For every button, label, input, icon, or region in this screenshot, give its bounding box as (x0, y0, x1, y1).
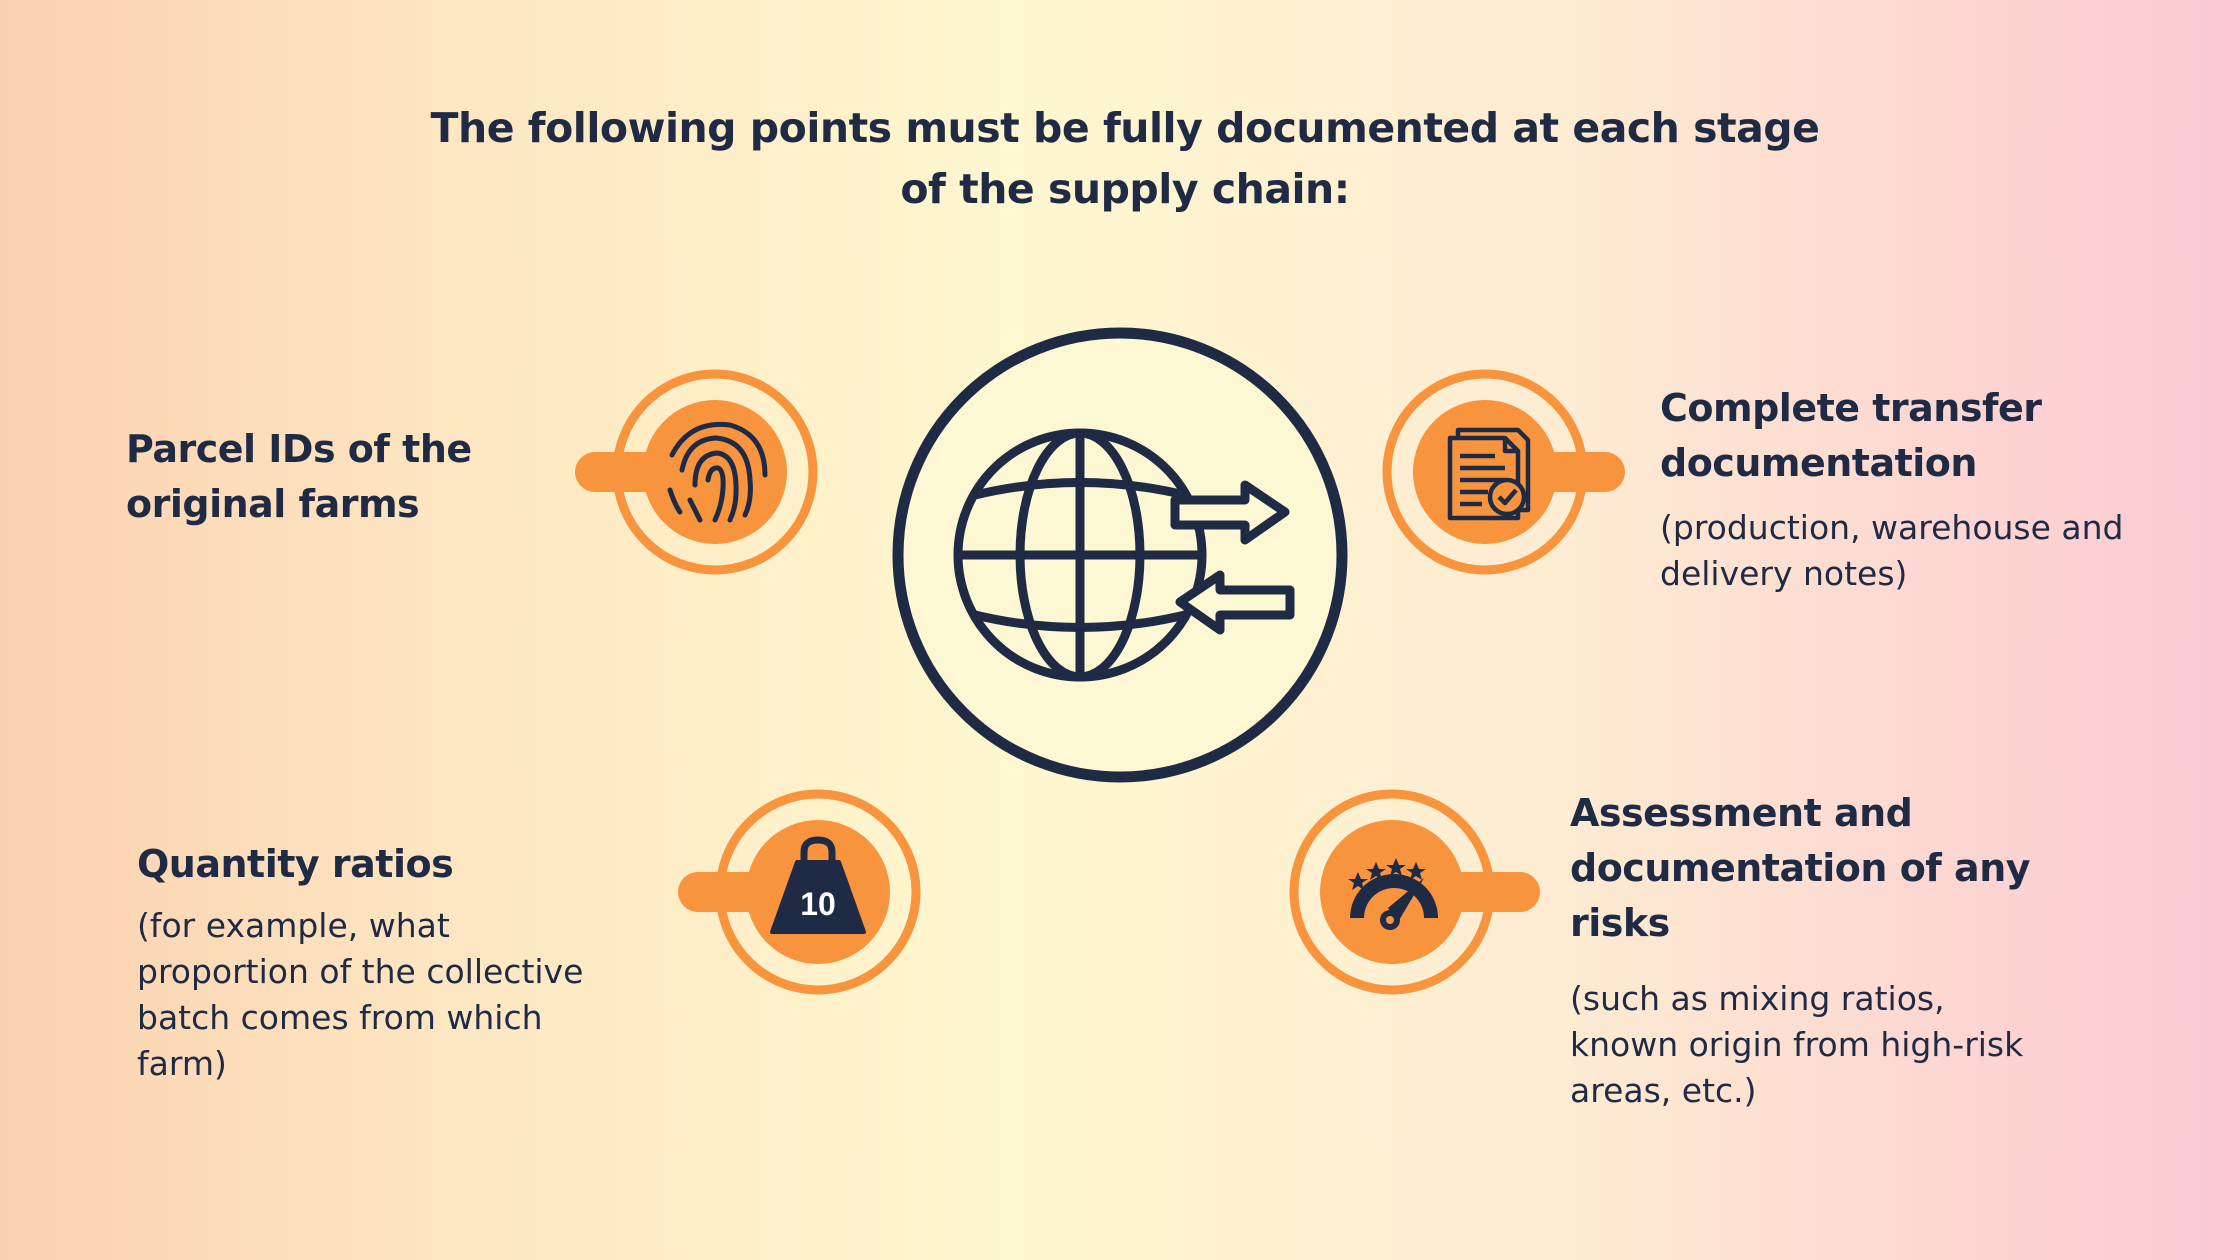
globe-exchange-icon (953, 428, 1295, 682)
weight-label: 10 (800, 886, 836, 922)
quantity-ratios-heading: Quantity ratios (137, 842, 454, 886)
node-transfer-docs (1382, 369, 1625, 575)
document-check-icon (1447, 427, 1531, 521)
node-risk-assessment (1289, 789, 1540, 995)
node-parcel-ids (575, 369, 818, 575)
star-rating-icon (1348, 858, 1426, 890)
parcel-ids-heading: Parcel IDs of the original farms (126, 427, 472, 526)
transfer-docs-heading: Complete transfer documentation (1660, 386, 2042, 485)
risk-assessment-body: (such as mixing ratios, known origin fro… (1570, 979, 2024, 1110)
center-node (892, 327, 1348, 783)
weight-icon (770, 836, 866, 934)
fingerprint-icon (667, 421, 768, 523)
quantity-ratios-body: (for example, what proportion of the col… (137, 906, 584, 1083)
gauge-icon (1348, 858, 1438, 930)
node-quantity-ratios (678, 789, 921, 995)
page-title: The following points must be fully docum… (430, 104, 1820, 213)
transfer-docs-body: (production, warehouse and delivery note… (1660, 508, 2124, 593)
risk-assessment-heading: Assessment and documentation of any risk… (1570, 791, 2031, 945)
